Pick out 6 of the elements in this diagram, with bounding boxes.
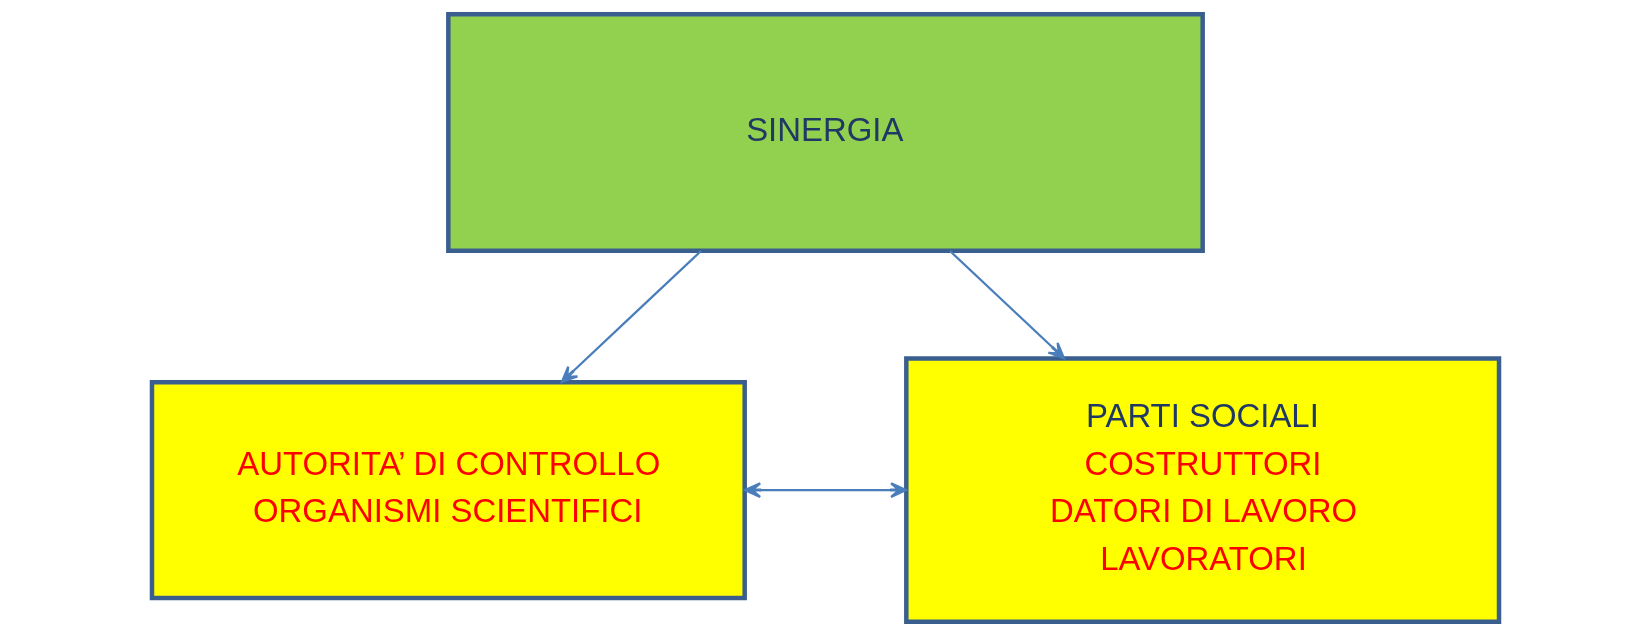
arrow — [560, 250, 702, 383]
node-box: SINERGIA — [446, 11, 1205, 253]
node-box: AUTORITA’ DI CONTROLLO ORGANISMI SCIENTIFICI — [149, 380, 747, 601]
node-box: PARTI SOCIALI COSTRUTTORI DATORI DI LAVORO LAVORATORI — [904, 356, 1502, 625]
arrow — [744, 482, 908, 498]
arrow — [949, 250, 1066, 360]
